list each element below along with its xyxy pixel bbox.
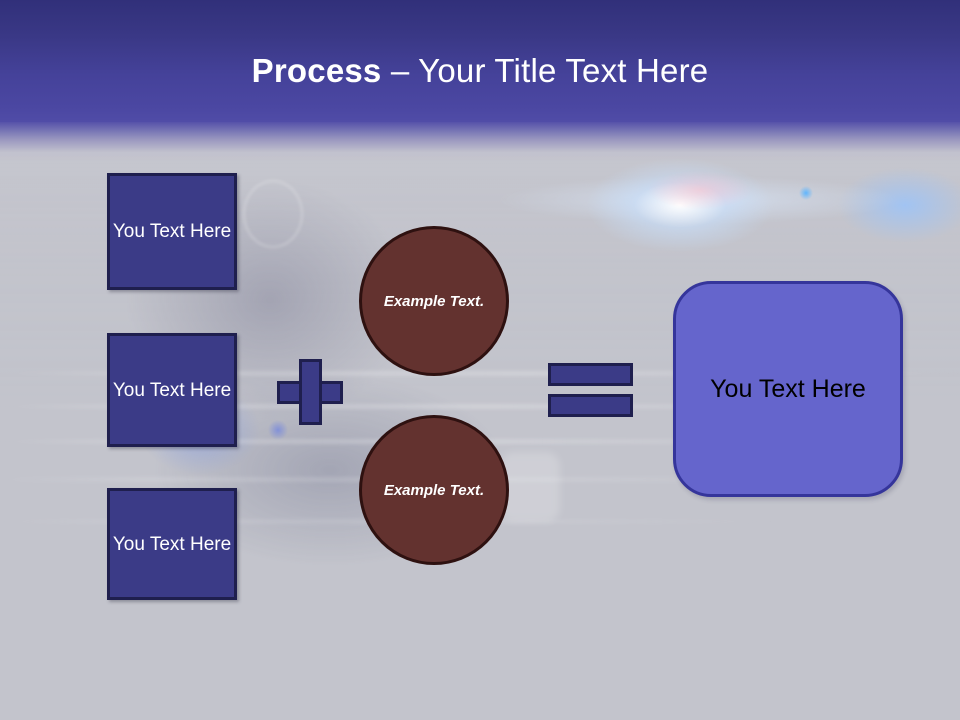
background-seam [0, 372, 960, 375]
input-box-2-label: You Text Here [112, 379, 232, 401]
title-bold-part: Process [251, 52, 382, 89]
plus-center-patch [302, 384, 319, 401]
input-box-1[interactable]: You Text Here [107, 173, 237, 290]
title-rest-part: – Your Title Text Here [381, 52, 709, 89]
input-box-3[interactable]: You Text Here [107, 488, 237, 600]
input-box-2[interactable]: You Text Here [107, 333, 237, 447]
slide-title: Process – Your Title Text Here [0, 51, 960, 91]
background-seam [0, 405, 900, 408]
input-box-3-label: You Text Here [112, 533, 232, 555]
example-circle-2[interactable]: Example Text. [359, 415, 509, 565]
example-circle-1-label: Example Text. [383, 292, 485, 310]
result-box-label: You Text Here [710, 374, 866, 403]
header-gradient-fade [0, 122, 960, 162]
example-circle-1[interactable]: Example Text. [359, 226, 509, 376]
background-blob [500, 452, 560, 522]
background-spotlight [243, 180, 303, 248]
equals-operator-icon [548, 363, 633, 418]
input-box-1-label: You Text Here [112, 221, 232, 242]
result-box[interactable]: You Text Here [673, 281, 903, 497]
plus-operator-icon [277, 359, 343, 425]
slide-header-band [0, 0, 960, 122]
equals-top-bar [548, 363, 633, 386]
example-circle-2-label: Example Text. [383, 481, 485, 499]
equals-bottom-bar [548, 394, 633, 417]
